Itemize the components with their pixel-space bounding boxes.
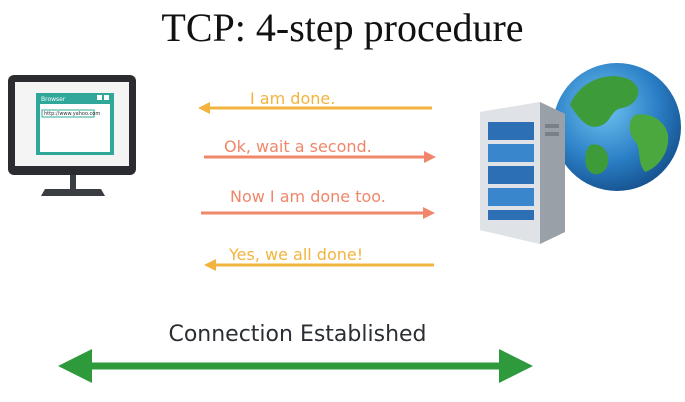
- page-title: TCP: 4-step procedure: [161, 5, 524, 50]
- browser-address-bar: http://www.yahoo.com: [44, 111, 100, 117]
- connection-label: Connection Established: [168, 322, 427, 347]
- message-label-1: I am done.: [250, 89, 336, 108]
- computer-monitor-icon: Browser http://www.yahoo.com: [8, 75, 136, 196]
- message-arrow-1: [198, 102, 432, 114]
- connection-double-arrow: [58, 349, 533, 383]
- message-label-4: Yes, we all done!: [229, 245, 364, 264]
- message-arrow-2: [204, 151, 436, 163]
- message-arrow-4: [204, 259, 434, 271]
- browser-window-title: Browser: [41, 96, 66, 103]
- globe-icon: [553, 63, 681, 191]
- message-arrow-3: [201, 207, 435, 219]
- message-label-2: Ok, wait a second.: [224, 137, 372, 156]
- server-icon: [480, 102, 565, 244]
- message-label-3: Now I am done too.: [230, 187, 386, 206]
